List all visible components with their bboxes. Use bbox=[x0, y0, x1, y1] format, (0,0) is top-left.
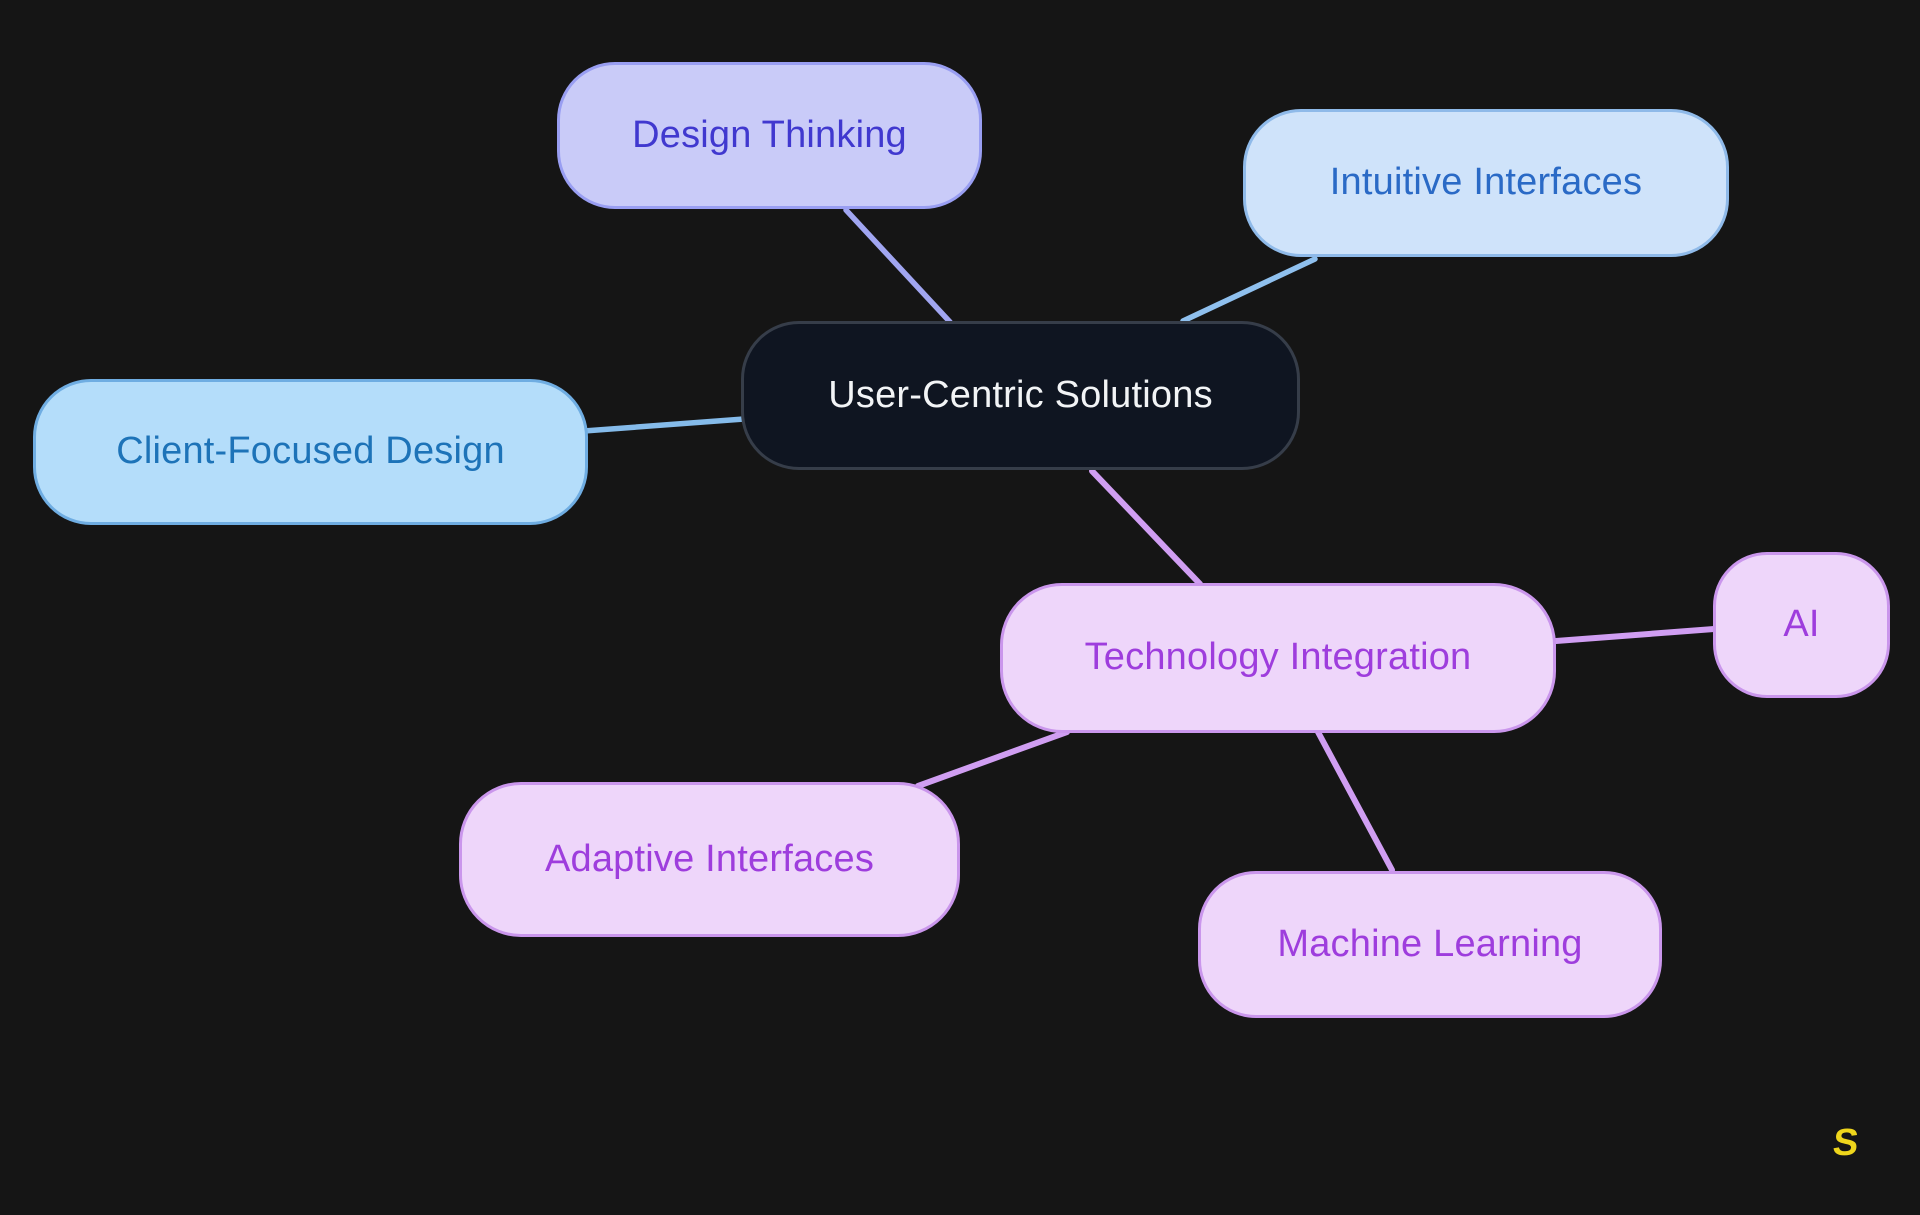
node-adaptive-interfaces[interactable]: Adaptive Interfaces bbox=[459, 782, 960, 937]
node-label: Adaptive Interfaces bbox=[544, 837, 875, 880]
node-label: Design Thinking bbox=[632, 113, 907, 156]
node-machine-learning[interactable]: Machine Learning bbox=[1198, 871, 1662, 1018]
node-technology-integration[interactable]: Technology Integration bbox=[1000, 583, 1556, 733]
node-intuitive-interfaces[interactable]: Intuitive Interfaces bbox=[1243, 109, 1729, 257]
node-label: Client-Focused Design bbox=[116, 430, 505, 473]
logo-s-icon: S bbox=[1831, 1122, 1861, 1164]
node-ai[interactable]: AI bbox=[1713, 552, 1890, 698]
node-design-thinking[interactable]: Design Thinking bbox=[557, 62, 982, 209]
node-label: Technology Integration bbox=[1084, 636, 1472, 679]
edge-intuitive-interfaces--user-centric-solutions bbox=[1180, 256, 1318, 324]
brand-logo: S bbox=[1824, 1121, 1868, 1165]
node-client-focused-design[interactable]: Client-Focused Design bbox=[33, 379, 588, 525]
edge-technology-integration--adaptive-interfaces bbox=[915, 729, 1070, 789]
node-label: User-Centric Solutions bbox=[828, 373, 1213, 416]
node-label: Intuitive Interfaces bbox=[1329, 161, 1643, 204]
edge-technology-integration--machine-learning bbox=[1315, 729, 1395, 873]
edge-design-thinking--user-centric-solutions bbox=[843, 207, 953, 325]
edge-technology-integration--ai bbox=[1553, 626, 1717, 644]
edge-user-centric-solutions--technology-integration bbox=[1089, 468, 1203, 587]
edge-client-focused-design--user-centric-solutions bbox=[581, 416, 747, 434]
node-label: Machine Learning bbox=[1277, 922, 1583, 965]
node-user-centric-solutions[interactable]: User-Centric Solutions bbox=[741, 321, 1300, 470]
node-label: AI bbox=[1783, 603, 1820, 646]
